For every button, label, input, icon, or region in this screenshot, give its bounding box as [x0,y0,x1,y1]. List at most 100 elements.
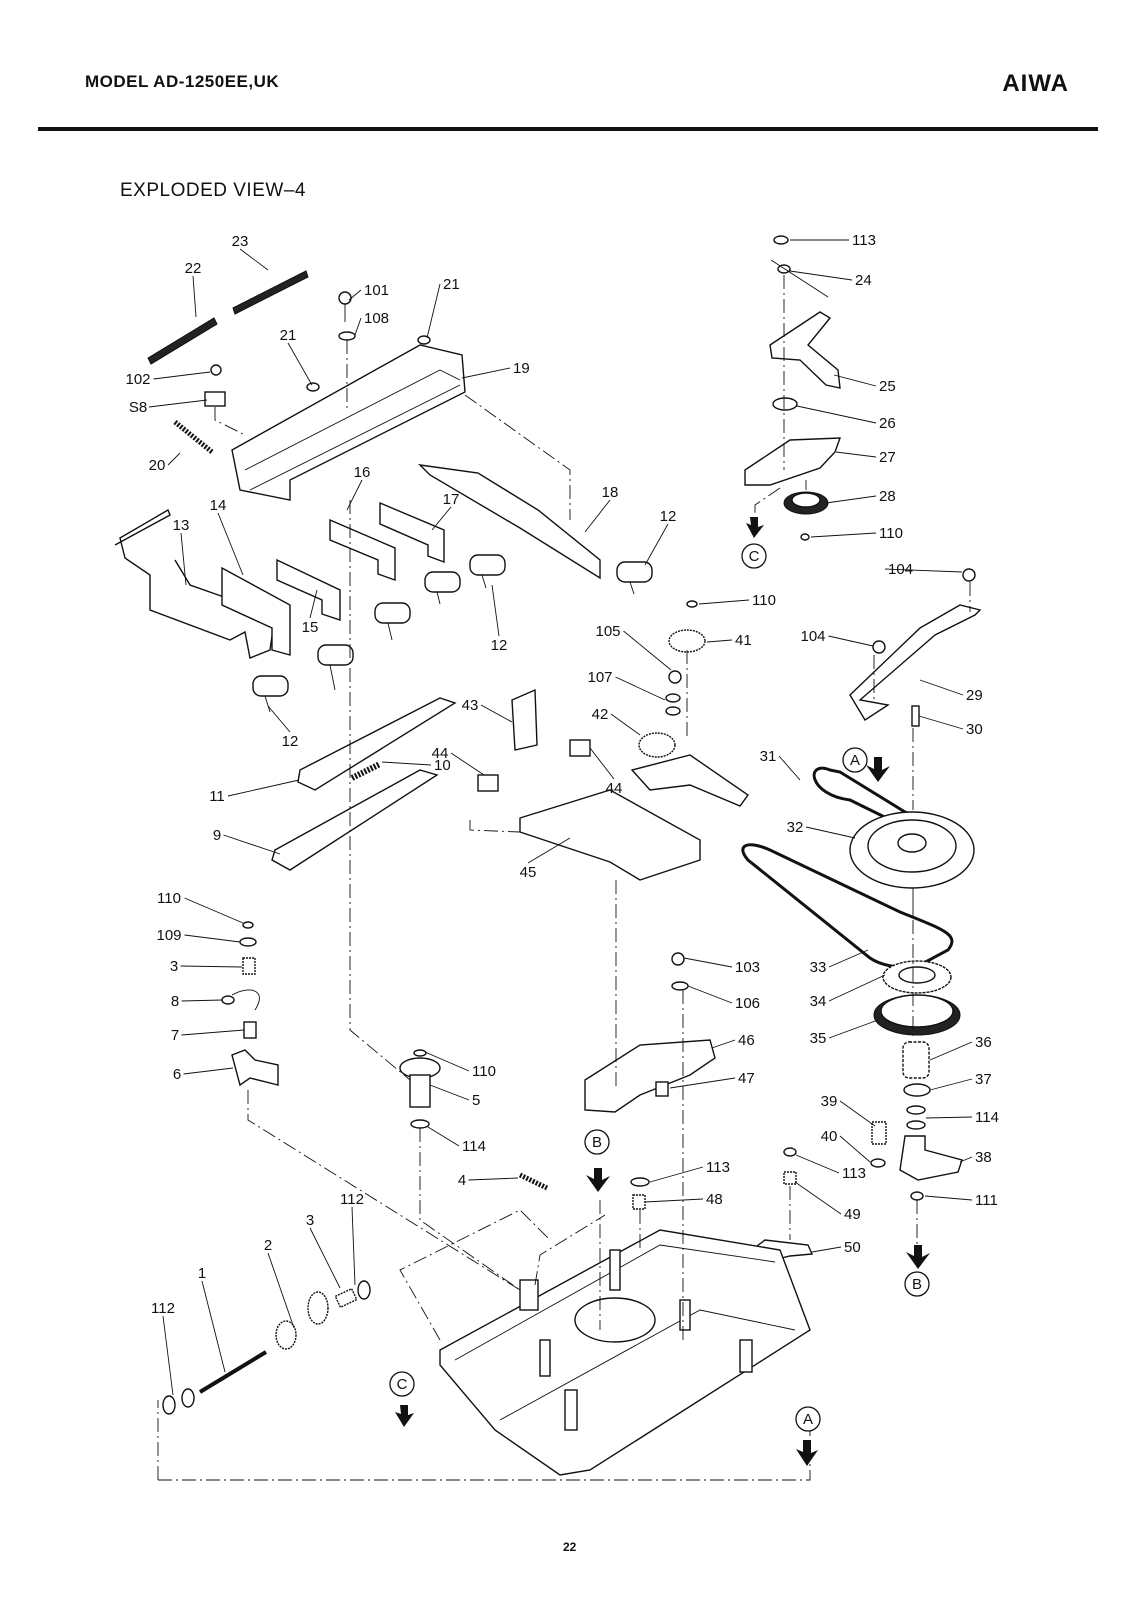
part-callout-20: 20 [149,457,166,474]
callout-leader-line [687,985,733,1004]
arrow-down-icon [796,1440,818,1466]
part-callout-34: 34 [810,993,827,1010]
callout-leader-line [706,639,733,643]
callout-leader-line [589,747,615,780]
part-callout-114: 114 [462,1138,486,1155]
callout-leader-line [267,1252,295,1329]
connector-c-bottom: C [389,1371,415,1397]
callout-leader-line [426,283,441,339]
part-callout-106: 106 [735,995,760,1012]
part-107-washer [665,706,681,716]
callout-leader-line [348,289,362,301]
part-44-tab [477,774,499,792]
part-callout-110: 110 [472,1063,496,1080]
part-101-screw [338,291,352,322]
part-callout-104: 104 [800,628,825,645]
part-callout-8: 8 [171,993,179,1010]
part-19-head-base [231,344,466,501]
part-callout-113: 113 [706,1159,730,1176]
part-callout-45: 45 [520,864,537,881]
part-41-gear [668,629,706,653]
part-15-plate [276,558,341,621]
callout-leader-line [431,506,452,531]
part-callout-18: 18 [602,484,619,501]
part-32-flywheel [849,811,975,918]
part-callout-3: 3 [306,1212,314,1229]
part-12-clip [424,571,461,605]
part-3-spring [334,1287,358,1309]
part-106-washer [671,981,689,991]
callout-leader-line [184,897,244,924]
part-callout-38: 38 [975,1149,992,1166]
callout-leader-line [828,974,886,1002]
part-14-plate [221,566,291,656]
part-callout-110: 110 [157,890,181,907]
part-43-bracket [511,688,538,751]
connector-a-top: A [842,747,868,773]
part-callout-111: 111 [975,1192,998,1209]
part-36-spring [902,1041,930,1079]
callout-leader-line [924,1195,973,1201]
callout-leader-line [929,1078,973,1091]
part-callout-4: 4 [458,1172,466,1189]
part-111-washer [910,1191,924,1201]
callout-leader-line [810,532,877,538]
callout-leader-line [424,1051,470,1072]
part-callout-26: 26 [879,415,896,432]
connector-markers: C A B B C A [389,543,930,1432]
callout-leader-line [153,371,211,380]
part-callout-7: 7 [171,1027,179,1044]
part-callout-50: 50 [844,1239,861,1256]
part-18-bracket [418,464,601,580]
callout-leader-line [181,999,223,1002]
part-110-washer [413,1049,427,1057]
callout-leader-line [828,635,874,647]
assembly-lines [157,275,971,1481]
callout-leader-line [884,568,963,573]
part-callout-19: 19 [513,360,530,377]
svg-text:C: C [397,1376,408,1393]
part-27-plate [744,437,842,486]
part-callout-11: 11 [209,788,225,805]
part-12-clip [317,644,354,691]
part-102-screw [210,364,222,376]
part-104-screw [872,640,886,654]
part-5-reel [399,1057,441,1108]
part-46-slider [584,1039,716,1113]
part-109-washer [239,937,257,947]
callout-leader-line [223,834,281,855]
part-12-clip [616,561,653,595]
callout-leader-line [919,679,964,696]
callout-leader-line [217,512,244,576]
part-113-washer [773,235,789,245]
callout-leader-line [309,1227,341,1289]
part-callout-28: 28 [879,488,896,505]
part-callout-15: 15 [302,619,319,636]
part-110-washer [800,533,810,541]
callout-leader-line [794,1181,842,1215]
callout-leader-line [839,1135,871,1163]
part-callout-37: 37 [975,1071,992,1088]
part-49-spring [783,1171,797,1185]
svg-text:A: A [803,1411,813,1428]
part-110-washer [242,921,254,929]
callout-leader-line [461,367,511,379]
callout-leader-line [227,779,300,797]
callout-leader-line [491,584,500,637]
callout-leader-line [805,826,856,839]
callout-leader-line [180,532,187,586]
part-callout-104: 104 [888,561,913,578]
callout-leader-line [162,1315,174,1396]
callout-leader-line [351,1206,356,1286]
part-22-felt-strip [147,317,218,365]
part-callout-27: 27 [879,449,896,466]
part-callout-108: 108 [364,310,389,327]
callout-leader-line [623,630,672,671]
callout-leader-line [148,399,208,408]
part-108-washer [338,331,356,341]
callout-leader-line [192,275,197,318]
part-callout-113: 113 [842,1165,866,1182]
part-callout-44: 44 [606,780,623,797]
callout-leader-line [683,957,733,968]
